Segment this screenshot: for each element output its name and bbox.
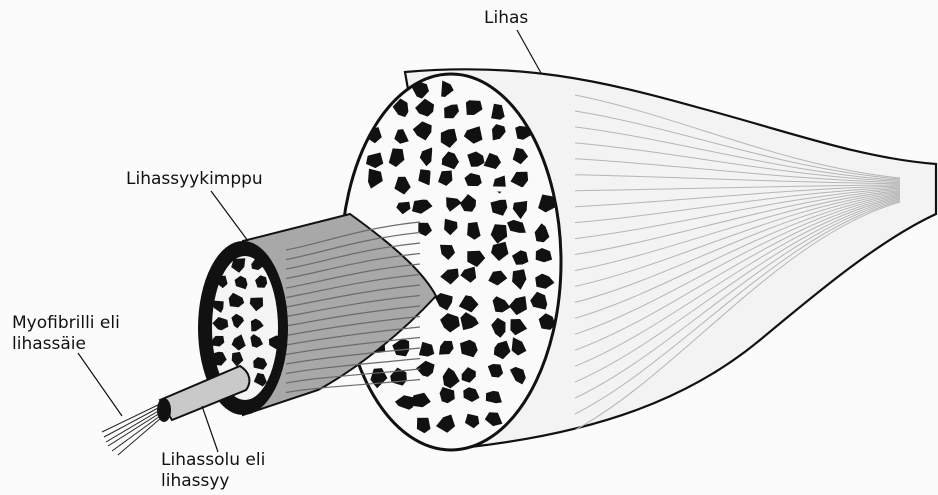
leader-line-fascicle <box>211 191 248 241</box>
label-myofibril-line1: Myofibrilli eli <box>12 313 120 334</box>
label-fascicle: Lihassyykimppu <box>126 169 263 190</box>
label-muscle-text: Lihas <box>484 8 528 28</box>
label-fiber: Lihassolu eli lihassyy <box>161 450 265 492</box>
myofibril-strands <box>102 404 161 455</box>
label-fiber-line1: Lihassolu eli <box>161 450 265 471</box>
leader-line-myofibril <box>78 353 122 416</box>
label-fascicle-text: Lihassyykimppu <box>126 169 263 189</box>
label-fiber-line2: lihassyy <box>161 471 265 492</box>
label-muscle: Lihas <box>484 8 528 29</box>
label-myofibril-line2: lihassäie <box>12 334 120 355</box>
leader-line-muscle <box>517 30 541 73</box>
leader-line-fiber <box>202 406 218 452</box>
label-myofibril: Myofibrilli eli lihassäie <box>12 313 120 355</box>
